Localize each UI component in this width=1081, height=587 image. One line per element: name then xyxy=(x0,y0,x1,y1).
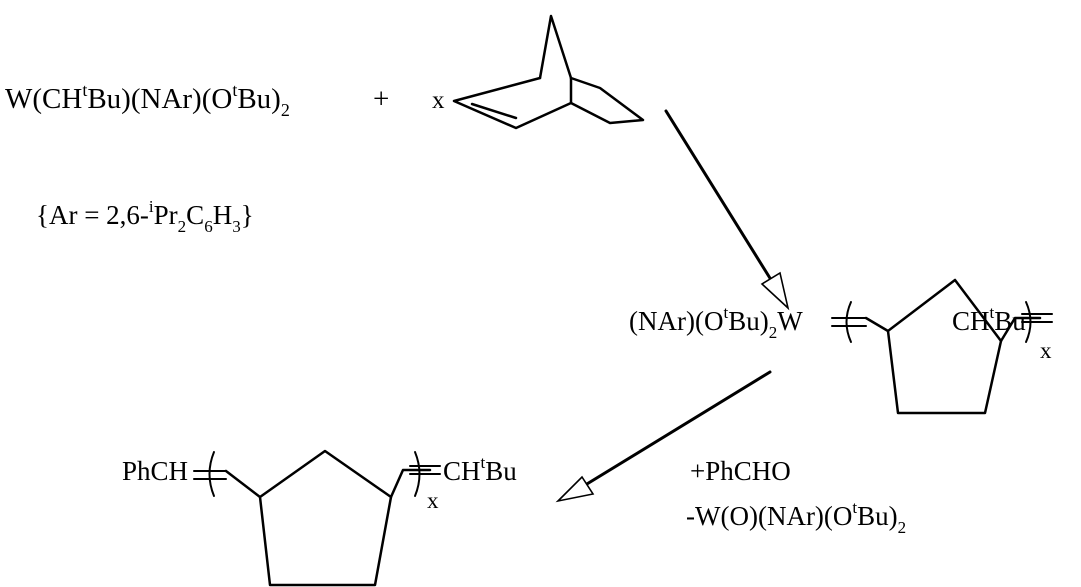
polymer-end-group: CHtBu xyxy=(952,303,1026,336)
norbornene-bridge xyxy=(538,14,573,80)
reagent-formula: W(CHtBu)(NAr)(OtBu)2 xyxy=(5,80,290,120)
condition-byproduct: -W(O)(NAr)(OtBu)2 xyxy=(686,498,906,537)
norbornene-front-ring xyxy=(452,76,573,130)
cyclopentane-ring xyxy=(886,278,1003,415)
aryl-definition: {Ar = 2,6-iPr2C6H3} xyxy=(36,197,254,236)
norbornene-back-ring xyxy=(569,76,645,125)
product-repeat-count: x xyxy=(427,488,439,513)
product-end-group-right: CHtBu xyxy=(443,453,517,486)
monomer-equivalents: x xyxy=(432,87,445,114)
polymer-initiator-group: (NAr)(OtBu)2W xyxy=(629,303,803,342)
reaction-arrow-2 xyxy=(555,370,772,503)
norbornene-double-bond xyxy=(470,102,518,120)
living-polymer-structure xyxy=(831,278,1053,415)
reaction-arrow-1 xyxy=(664,109,790,311)
plus-sign: + xyxy=(373,83,389,115)
capped-polymer-structure xyxy=(193,449,441,587)
norbornene-monomer xyxy=(452,14,645,130)
cyclopentane-ring-product xyxy=(258,449,393,587)
condition-reagent: +PhCHO xyxy=(690,456,791,486)
polymer-repeat-count: x xyxy=(1040,338,1052,363)
product-end-group-left: PhCH xyxy=(122,456,188,486)
